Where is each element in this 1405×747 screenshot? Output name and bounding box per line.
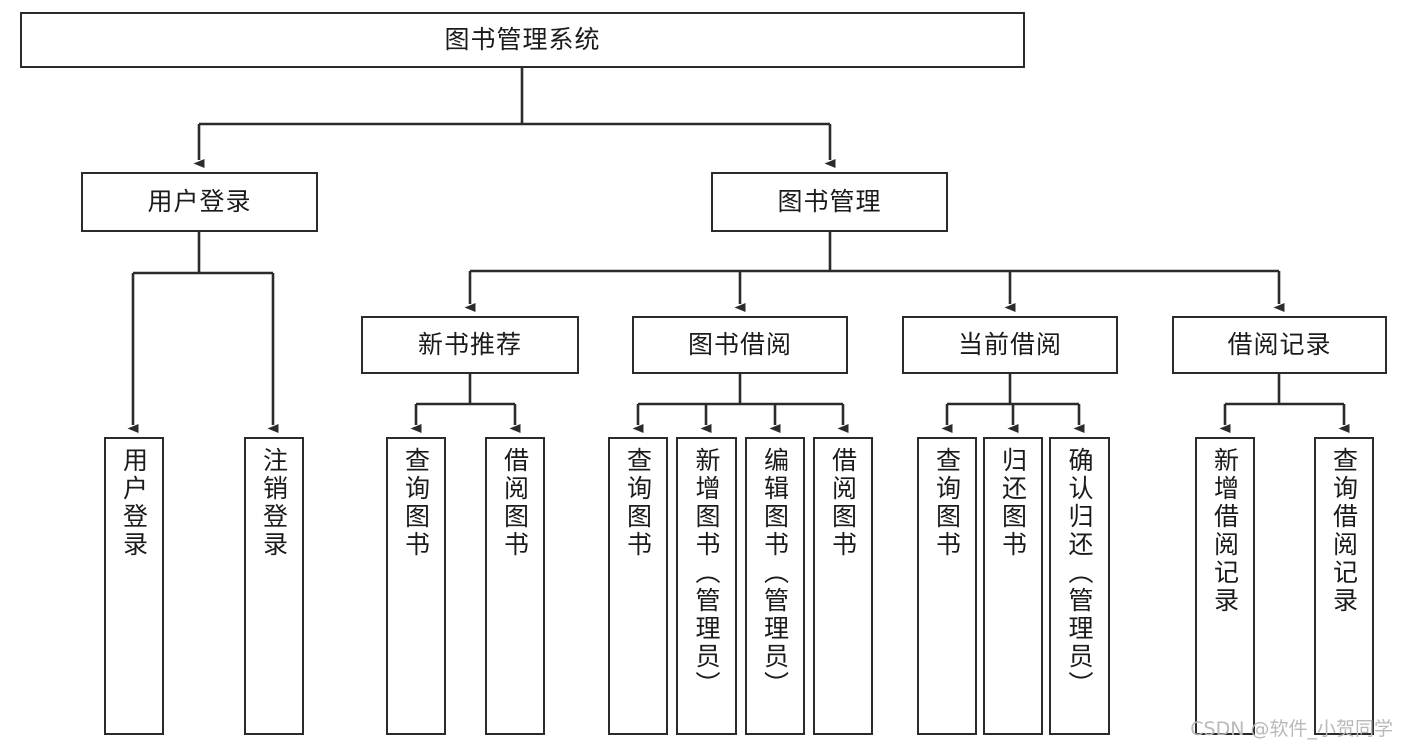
node-leaf-query-book-rec[interactable]: 查询图书 bbox=[386, 437, 446, 735]
node-leaf-edit-book-label: 编辑图书（管理员） bbox=[760, 447, 790, 699]
node-leaf-borrow-book-rec-label: 借阅图书 bbox=[500, 447, 530, 559]
node-leaf-query-book-borrow-label: 查询图书 bbox=[623, 447, 653, 559]
node-leaf-borrow-book-label: 借阅图书 bbox=[828, 447, 858, 559]
node-leaf-edit-book[interactable]: 编辑图书（管理员） bbox=[745, 437, 805, 735]
node-new-book-rec[interactable]: 新书推荐 bbox=[361, 316, 579, 374]
node-current-borrow[interactable]: 当前借阅 bbox=[902, 316, 1118, 374]
node-root-label: 图书管理系统 bbox=[444, 24, 601, 54]
node-user-login[interactable]: 用户登录 bbox=[81, 172, 318, 232]
node-leaf-query-book-borrow[interactable]: 查询图书 bbox=[608, 437, 668, 735]
node-leaf-add-book[interactable]: 新增图书（管理员） bbox=[676, 437, 737, 735]
node-leaf-return-book-label: 归还图书 bbox=[998, 447, 1028, 559]
node-leaf-query-borrow-record-label: 查询借阅记录 bbox=[1329, 447, 1359, 615]
node-leaf-user-login[interactable]: 用户登录 bbox=[104, 437, 164, 735]
node-leaf-user-login-label: 用户登录 bbox=[119, 447, 149, 559]
node-book-borrow-label: 图书借阅 bbox=[687, 329, 792, 359]
node-leaf-borrow-book-rec[interactable]: 借阅图书 bbox=[485, 437, 545, 735]
node-leaf-user-logout[interactable]: 注销登录 bbox=[244, 437, 304, 735]
node-book-manage[interactable]: 图书管理 bbox=[711, 172, 948, 232]
node-leaf-query-book-current[interactable]: 查询图书 bbox=[917, 437, 977, 735]
node-root[interactable]: 图书管理系统 bbox=[20, 12, 1025, 68]
node-leaf-borrow-book[interactable]: 借阅图书 bbox=[813, 437, 873, 735]
node-leaf-query-borrow-record[interactable]: 查询借阅记录 bbox=[1314, 437, 1374, 735]
node-leaf-user-logout-label: 注销登录 bbox=[259, 447, 289, 559]
node-leaf-return-book[interactable]: 归还图书 bbox=[983, 437, 1043, 735]
node-current-borrow-label: 当前借阅 bbox=[957, 329, 1062, 359]
node-book-borrow[interactable]: 图书借阅 bbox=[632, 316, 848, 374]
node-leaf-confirm-return-label: 确认归还（管理员） bbox=[1065, 447, 1094, 699]
node-book-manage-label: 图书管理 bbox=[777, 186, 882, 216]
node-user-login-label: 用户登录 bbox=[147, 186, 252, 216]
node-borrow-record-label: 借阅记录 bbox=[1227, 329, 1332, 359]
node-leaf-query-book-current-label: 查询图书 bbox=[932, 447, 962, 559]
node-leaf-add-borrow-record[interactable]: 新增借阅记录 bbox=[1195, 437, 1255, 735]
node-borrow-record[interactable]: 借阅记录 bbox=[1172, 316, 1387, 374]
node-new-book-rec-label: 新书推荐 bbox=[417, 329, 522, 359]
node-leaf-add-book-label: 新增图书（管理员） bbox=[692, 447, 721, 699]
node-leaf-query-book-rec-label: 查询图书 bbox=[401, 447, 431, 559]
node-leaf-confirm-return[interactable]: 确认归还（管理员） bbox=[1049, 437, 1110, 735]
node-leaf-add-borrow-record-label: 新增借阅记录 bbox=[1210, 447, 1240, 615]
